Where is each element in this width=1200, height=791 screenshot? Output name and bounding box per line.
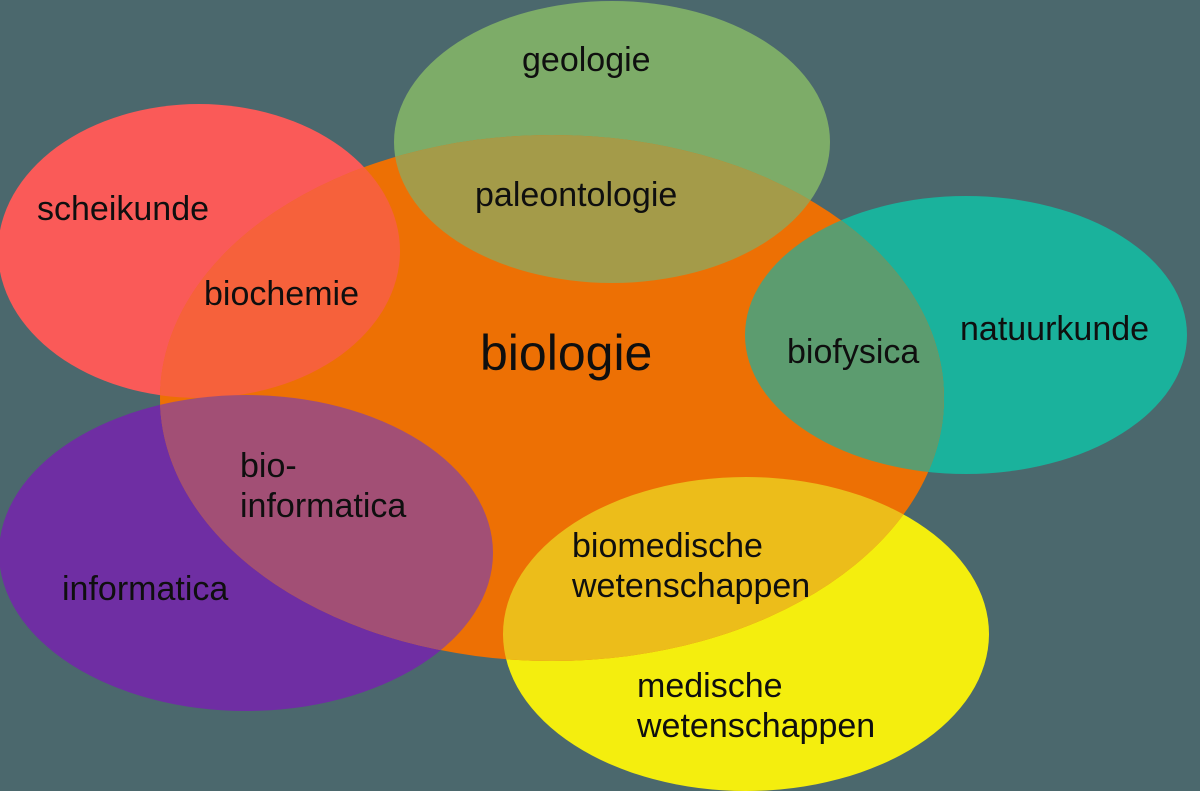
- biomedische-wetenschappen-label-line2: wetenschappen: [571, 567, 810, 605]
- biofysica-region: [745, 196, 944, 474]
- biochemie-label: biochemie: [204, 275, 359, 313]
- geologie-label: geologie: [522, 41, 651, 79]
- paleontologie-label: paleontologie: [475, 176, 677, 214]
- biomedische-wetenschappen-label-line1: biomedische: [572, 527, 763, 565]
- bioinformatica-label-line2: informatica: [240, 487, 406, 525]
- bioinformatica-label-line1: bio-: [240, 447, 297, 485]
- biologie-label: biologie: [480, 325, 652, 381]
- scheikunde-label: scheikunde: [37, 190, 209, 228]
- natuurkunde-label: natuurkunde: [960, 310, 1149, 348]
- medische-wetenschappen-label-line2: wetenschappen: [636, 707, 875, 745]
- paleontologie-region: [394, 135, 830, 283]
- biofysica-label: biofysica: [787, 333, 919, 371]
- medische-wetenschappen-label-line1: medische: [637, 667, 783, 705]
- informatica-label: informatica: [62, 570, 228, 608]
